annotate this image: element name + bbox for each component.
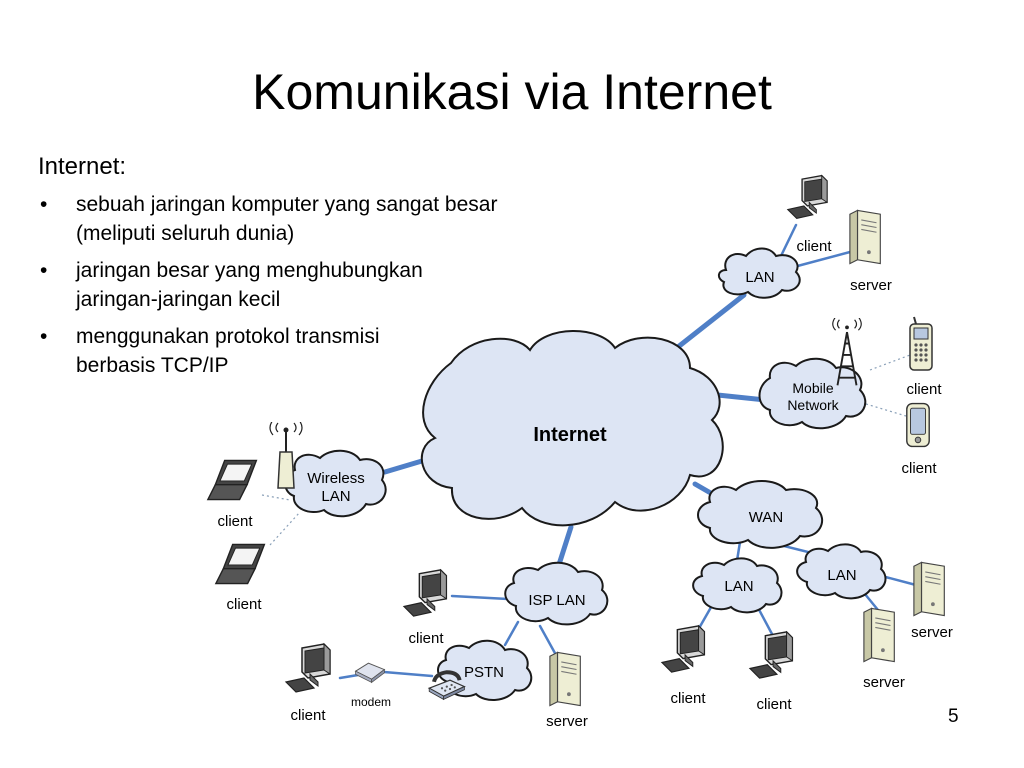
lan-top-cloud <box>718 247 801 299</box>
server-label: server <box>850 277 892 294</box>
client-label: client <box>756 696 792 713</box>
link-isp-client <box>450 594 510 601</box>
bullet-heading: Internet: <box>38 153 127 180</box>
wireless-lan-label: LAN <box>321 488 350 505</box>
isp-lan-label: ISP LAN <box>528 592 585 609</box>
mobile-network-label: Network <box>787 397 839 413</box>
slide-title: Komunikasi via Internet <box>252 64 772 120</box>
modem-label: modem <box>351 695 391 709</box>
lan-right-cloud <box>796 543 887 600</box>
desktop-computer-icon <box>749 631 794 679</box>
server-icon <box>549 651 581 707</box>
server-label: server <box>546 713 588 730</box>
mobile-network-label: Mobile <box>792 380 833 396</box>
bullet-text: (meliputi seluruh dunia) <box>76 222 295 245</box>
bullet-section: Internet: sebuah jaringan komputer yang … <box>38 152 608 388</box>
lan-top-label: LAN <box>745 269 774 286</box>
server-icon <box>849 209 881 265</box>
server-icon <box>913 561 945 617</box>
wireless-link <box>865 403 907 417</box>
bullet-item: sebuah jaringan komputer yang sangat bes… <box>38 190 608 248</box>
bullet-text: menggunakan protokol transmisi <box>76 325 380 348</box>
client-label: client <box>906 381 942 398</box>
client-label: client <box>226 596 262 613</box>
wan-cloud <box>697 480 823 549</box>
client-label: client <box>408 630 444 647</box>
link-lan-server <box>788 250 852 270</box>
pda-icon <box>906 402 930 448</box>
client-label: client <box>901 460 937 477</box>
internet-label: Internet <box>533 424 607 446</box>
link-client-modem <box>338 673 360 680</box>
mobile-phone-icon <box>909 316 933 371</box>
server-label: server <box>911 624 953 641</box>
lan-left-cloud <box>692 557 783 614</box>
client-label: client <box>796 238 832 255</box>
bullet-list: sebuah jaringan komputer yang sangat bes… <box>38 190 608 380</box>
client-label: client <box>670 690 706 707</box>
bullet-item: menggunakan protokol transmisi berbasis … <box>38 322 608 380</box>
wan-label: WAN <box>749 509 783 526</box>
desktop-computer-icon <box>403 569 448 617</box>
wireless-lan-cloud <box>284 449 387 518</box>
link-lan-client <box>778 223 798 260</box>
lan-right-label: LAN <box>827 567 856 584</box>
server-label: server <box>863 674 905 691</box>
bullet-text: berbasis TCP/IP <box>76 354 229 377</box>
bullet-item: jaringan besar yang menghubungkan jaring… <box>38 256 608 314</box>
lan-left-label: LAN <box>724 578 753 595</box>
desktop-computer-icon <box>285 643 331 693</box>
desktop-computer-icon <box>661 625 706 673</box>
wireless-lan-label: Wireless <box>307 470 365 487</box>
link-modem-pstn <box>382 670 434 678</box>
client-label: client <box>217 513 253 530</box>
bullet-text: jaringan besar yang menghubungkan <box>76 259 423 282</box>
wireless-link <box>869 354 911 371</box>
page-number: 5 <box>948 706 959 727</box>
internet-cloud <box>420 330 724 527</box>
link-isp-pstn <box>503 620 520 647</box>
laptop-icon <box>215 543 266 585</box>
desktop-computer-icon <box>787 174 828 220</box>
pstn-label: PSTN <box>464 664 504 681</box>
wireless-link <box>269 511 301 546</box>
wireless-link <box>261 494 291 501</box>
modem-icon <box>355 662 385 683</box>
client-label: client <box>290 707 326 724</box>
bullet-text: jaringan-jaringan kecil <box>76 288 281 311</box>
server-icon <box>863 607 895 663</box>
isp-lan-cloud <box>504 561 609 626</box>
link-isp-server <box>538 624 558 657</box>
laptop-icon <box>207 459 258 501</box>
bullet-text: sebuah jaringan komputer yang sangat bes… <box>76 193 498 216</box>
